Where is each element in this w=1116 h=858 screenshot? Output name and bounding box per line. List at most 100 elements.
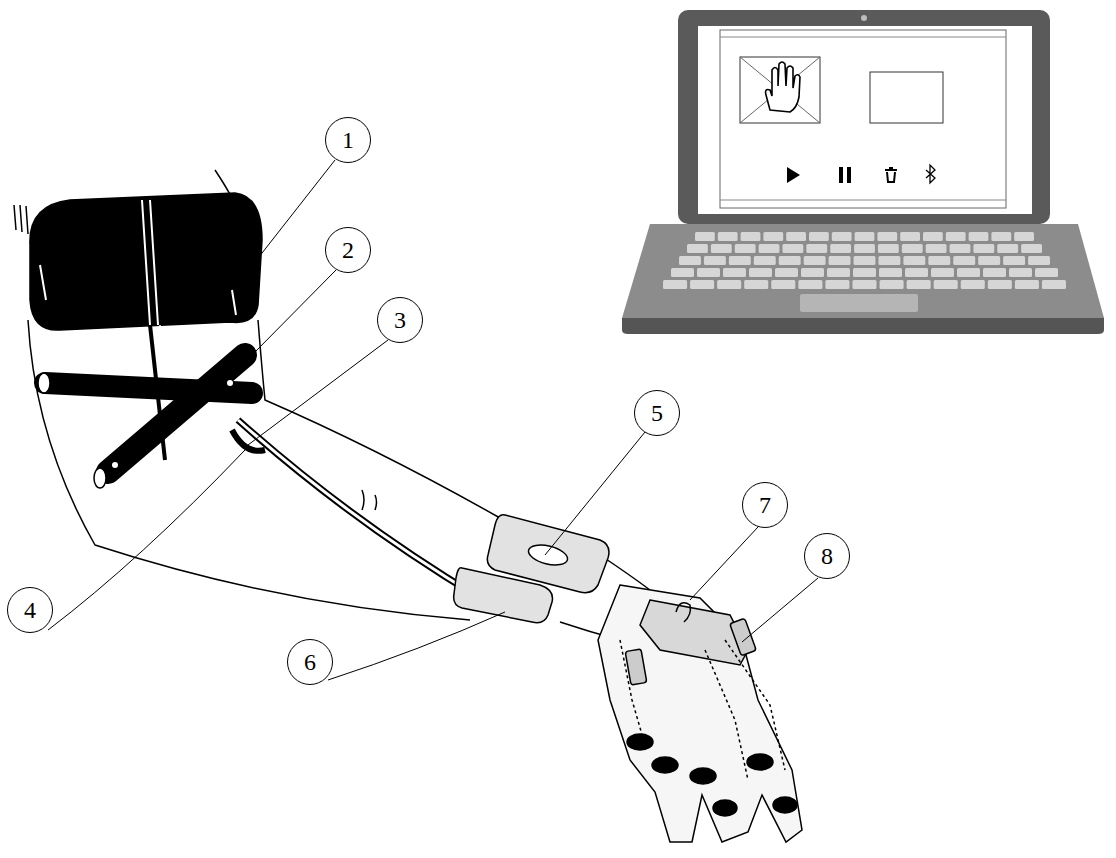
laptop-lid (678, 10, 1050, 224)
bluetooth-icon (926, 165, 935, 183)
keyboard-key (926, 244, 947, 253)
glove-hook (676, 603, 690, 622)
keyboard-key (961, 280, 985, 289)
callout-circle: 3 (377, 297, 423, 343)
keyboard-key (903, 256, 925, 265)
keyboard-key (744, 280, 768, 289)
keyboard-key (717, 280, 741, 289)
keyboard-key (997, 244, 1018, 253)
leader-lines (48, 160, 818, 680)
callout-number: 1 (342, 128, 354, 152)
callout-number: 6 (304, 650, 316, 674)
keyboard-key (809, 232, 829, 241)
arm-outline-bottom (28, 320, 470, 620)
keyboard-key (687, 244, 708, 253)
keyboard-key (1003, 256, 1025, 265)
touchpad (800, 294, 918, 312)
keyboard-key (879, 268, 902, 277)
callout-circle: 8 (804, 533, 850, 579)
arm (14, 170, 802, 842)
keyboard-key (679, 256, 701, 265)
keyboard-key (729, 256, 751, 265)
keyboard-key (855, 232, 875, 241)
elbow-strap (108, 355, 245, 472)
callout-circle: 1 (325, 117, 371, 163)
window-status (720, 200, 1006, 201)
finger-ring (747, 754, 773, 770)
leader-line (690, 527, 758, 600)
keyboard-key (723, 268, 746, 277)
keyboard-key (907, 280, 931, 289)
keyboard-key (1042, 280, 1066, 289)
keyboard-key (690, 280, 714, 289)
laptop-camera (861, 15, 867, 21)
app-window (720, 30, 1006, 208)
keyboard-key (950, 244, 971, 253)
keyboard-key (704, 256, 726, 265)
keyboard-key (829, 256, 851, 265)
keyboard-key (741, 232, 761, 241)
keyboard-key (786, 232, 806, 241)
text-box (870, 72, 943, 123)
keyboard-key (931, 268, 954, 277)
leader-line (255, 160, 335, 262)
keyboard-key (801, 268, 824, 277)
glove-tendon (620, 640, 785, 780)
hand-icon (766, 62, 801, 112)
callout-circle: 4 (7, 587, 53, 633)
glove-actuator (625, 649, 647, 685)
keyboard-key (934, 280, 958, 289)
keyboard-key (988, 280, 1012, 289)
callout-number: 8 (821, 544, 833, 568)
callout-number: 3 (394, 308, 406, 332)
keyboard-key (946, 232, 966, 241)
keyboard-key (779, 256, 801, 265)
keyboard-key (827, 268, 850, 277)
trash-icon (885, 168, 897, 182)
image-cross (740, 57, 820, 123)
keyboard-key (928, 256, 950, 265)
keyboard-key (877, 232, 897, 241)
play-icon (787, 167, 800, 183)
keyboard-key (832, 232, 852, 241)
keyboard-key (771, 280, 795, 289)
leader-line (742, 578, 818, 642)
keyboard-key (718, 232, 738, 241)
keyboard-key (754, 256, 776, 265)
laptop-screen (698, 26, 1032, 214)
keyboard-key (825, 280, 849, 289)
strap-rivet (227, 380, 233, 386)
cable (238, 420, 480, 598)
image-frame (740, 57, 820, 123)
keyboard-key (969, 232, 989, 241)
callout-circle: 7 (742, 482, 788, 528)
finger-ring (713, 800, 737, 816)
keyboard-key (878, 256, 900, 265)
keyboard-key (695, 232, 715, 241)
leader-line (48, 450, 245, 630)
leader-line (255, 270, 336, 352)
keyboard-key (759, 244, 780, 253)
window-bar (720, 37, 1006, 38)
keyboard-key (902, 244, 923, 253)
strap-buckle (38, 373, 50, 393)
cable-core (238, 420, 480, 598)
keyboard-key (1028, 256, 1050, 265)
keyboard-key (854, 244, 875, 253)
wrist-button (526, 541, 569, 568)
callout-number: 7 (759, 493, 771, 517)
leader-line (328, 612, 505, 680)
keyboard-key (953, 256, 975, 265)
keyboard-key (1035, 268, 1058, 277)
callout-number: 4 (24, 598, 36, 622)
laptop (622, 10, 1104, 334)
keyboard-key (1009, 268, 1032, 277)
keyboard-key (983, 268, 1006, 277)
keyboard-key (880, 280, 904, 289)
keyboard-key (830, 244, 851, 253)
glove-actuator (730, 618, 757, 655)
keyboard-key (923, 232, 943, 241)
